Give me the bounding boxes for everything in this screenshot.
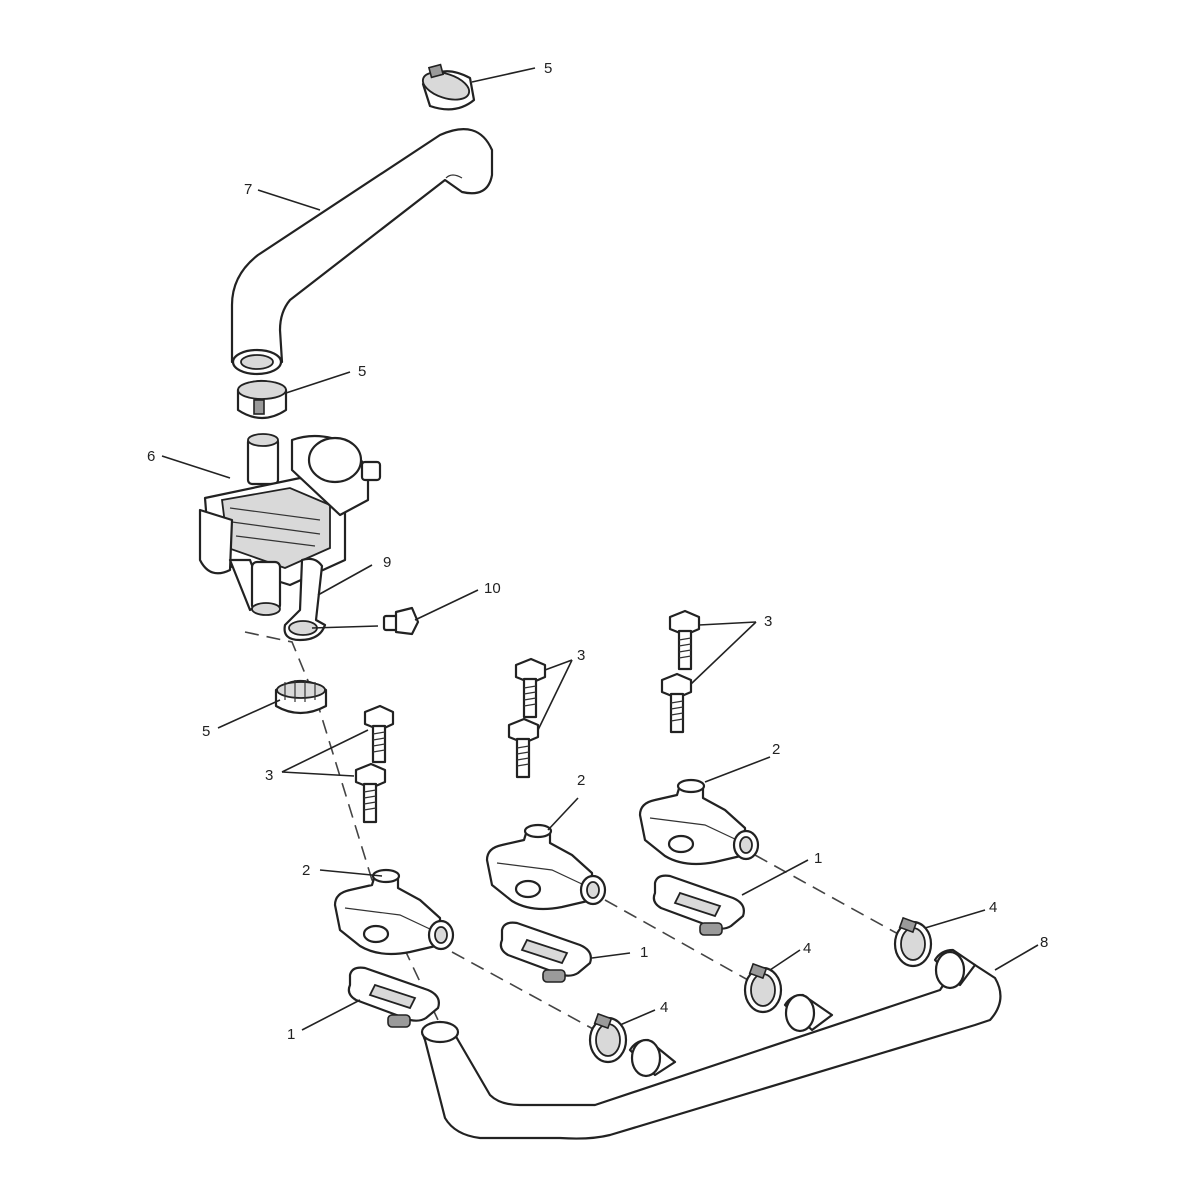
callout-4-middle: 4	[803, 940, 811, 957]
callout-2-left: 2	[302, 862, 310, 879]
callout-3-middle: 3	[577, 647, 585, 664]
hose-clamp-4-middle	[743, 962, 783, 1014]
callout-10: 10	[484, 580, 501, 597]
leader-lines	[161, 67, 1039, 1031]
gasket-left	[347, 966, 440, 1028]
callout-1-left: 1	[287, 1026, 295, 1043]
pipe-fitting-middle	[485, 823, 607, 911]
bolt-pair-left	[354, 704, 395, 824]
bolt	[363, 704, 395, 764]
gasket-middle	[499, 921, 592, 983]
callout-2-middle: 2	[577, 772, 585, 789]
hose-clamp-middle	[236, 379, 288, 420]
callout-4-left: 4	[660, 999, 668, 1016]
air-injection-pipe	[420, 948, 1002, 1140]
bolt	[514, 657, 547, 719]
gasket-right	[652, 874, 745, 936]
pipe-fitting-left	[333, 868, 455, 956]
callout-3-left: 3	[265, 767, 273, 784]
callout-5-lower: 5	[202, 723, 210, 740]
bolt	[668, 609, 701, 671]
hose-clamp-lower	[274, 679, 328, 715]
bolt-pair-right	[660, 609, 701, 734]
callout-2-right: 2	[772, 741, 780, 758]
hose-clamp-top	[421, 63, 476, 111]
callout-1-middle: 1	[640, 944, 648, 961]
bolt-pair-middle	[507, 657, 547, 779]
callout-1-right: 1	[814, 850, 822, 867]
hose-clamp-4-right	[893, 916, 933, 968]
callout-5-top: 5	[544, 60, 552, 77]
bolt	[660, 672, 693, 734]
valve-bolt	[382, 606, 420, 636]
bolt	[354, 762, 387, 824]
callout-9: 9	[383, 554, 391, 571]
callout-8: 8	[1040, 934, 1048, 951]
callout-4-right: 4	[989, 899, 997, 916]
mounting-bracket	[283, 557, 327, 642]
bolt	[507, 717, 540, 779]
air-injection-valve	[198, 433, 382, 616]
callout-3-right: 3	[764, 613, 772, 630]
air-injection-hose	[230, 128, 494, 376]
callout-labels: 5 7 5 6 9 10 5 3 3 3 2 2 2 1 1 1 4 4 4 8	[147, 60, 1048, 1043]
callout-7: 7	[244, 181, 252, 198]
pipe-fitting-right	[638, 778, 760, 866]
callout-5-middle: 5	[358, 363, 366, 380]
hose-clamp-4-left	[588, 1012, 628, 1064]
callout-6: 6	[147, 448, 155, 465]
